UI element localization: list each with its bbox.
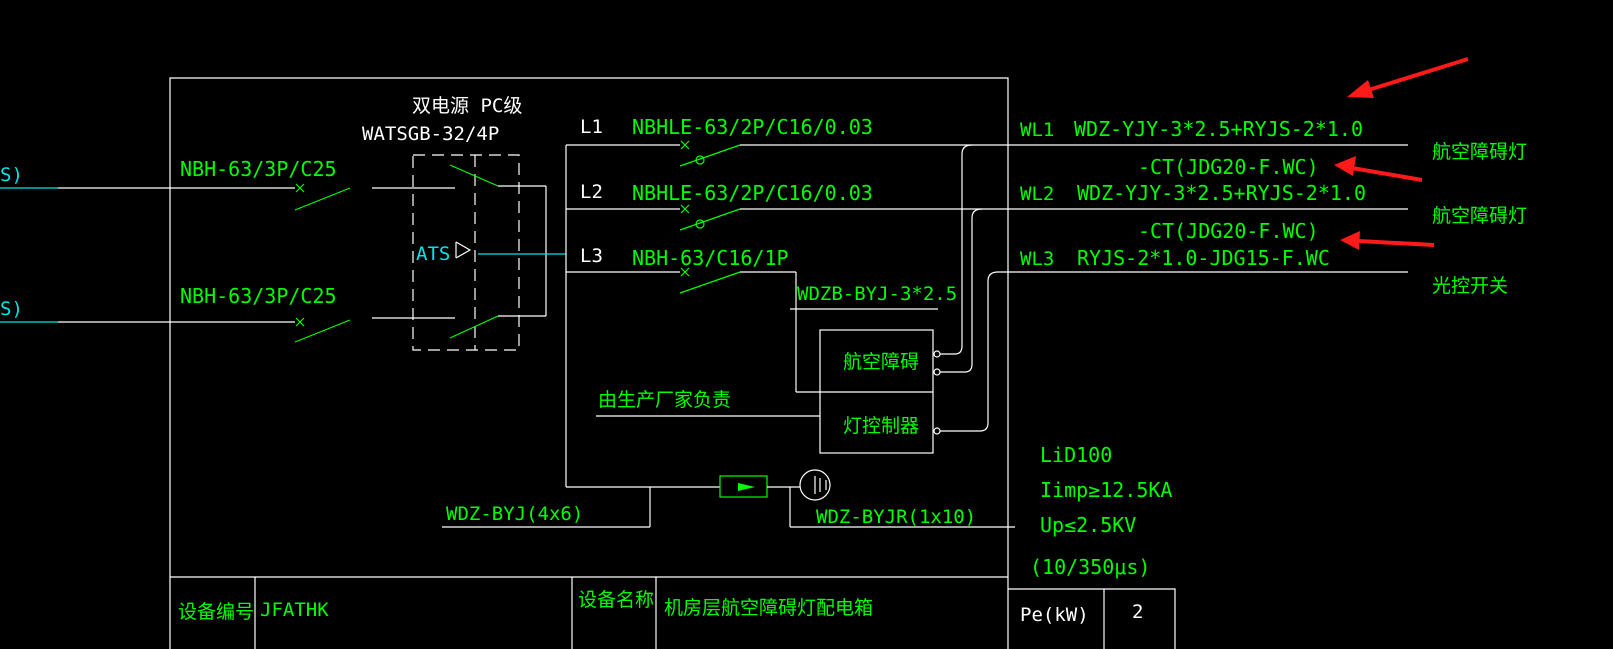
branch-l1 xyxy=(566,140,1408,167)
wl1-id: WL1 xyxy=(1020,119,1054,141)
enclosure-frame xyxy=(169,77,1009,649)
wl1-cable: WDZ-YJY-3*2.5+RYJS-2*1.0 xyxy=(1074,117,1363,141)
wl2-cable: WDZ-YJY-3*2.5+RYJS-2*1.0 xyxy=(1077,181,1366,205)
spd-up: Up≤2.5KV xyxy=(1040,513,1136,537)
controller-note: 由生产厂家负责 xyxy=(598,389,731,411)
device-name: 机房层航空障碍灯配电箱 xyxy=(664,597,873,619)
wl3-id: WL3 xyxy=(1020,248,1054,270)
breaker-l1-label: NBHLE-63/2P/C16/0.03 xyxy=(632,115,873,139)
wl2-conduit: -CT(JDG20-F.WC) xyxy=(1138,219,1319,243)
circuit-id-l2: L2 xyxy=(580,181,603,203)
surge-protector xyxy=(442,469,1015,528)
breaker-l3-label: NBH-63/C16/1P xyxy=(632,246,789,270)
controller-line2: 灯控制器 xyxy=(843,415,919,437)
spd-iimp: Iimp≥12.5KA xyxy=(1040,478,1172,502)
wl1-load: 航空障碍灯 xyxy=(1432,141,1527,163)
ground-cable-label: WDZ-BYJR(1x10) xyxy=(816,506,976,528)
device-no-label: 设备编号 xyxy=(178,601,254,623)
spd-model: LiD100 xyxy=(1040,443,1112,467)
device-name-label: 设备名称 xyxy=(578,589,654,611)
ats-switch xyxy=(412,154,566,351)
incoming-breaker-2-label: NBH-63/3P/C25 xyxy=(180,284,337,308)
controller-line1: 航空障碍 xyxy=(843,351,919,373)
branch-l2 xyxy=(566,204,1408,231)
ats-label: ATS xyxy=(416,243,450,265)
incoming-breaker-1 xyxy=(58,183,415,211)
annotation-arrow-3 xyxy=(1340,231,1435,250)
source-label-2: S) xyxy=(0,298,23,320)
pe-value: 2 xyxy=(1132,601,1143,623)
pe-box xyxy=(1008,588,1176,649)
pe-label: Pe(kW) xyxy=(1020,604,1089,626)
wl2-load: 航空障碍灯 xyxy=(1432,205,1527,227)
dual-power-title: 双电源 PC级 xyxy=(412,95,522,117)
circuit-id-l1: L1 xyxy=(580,116,603,138)
source-label-1: S) xyxy=(0,164,23,186)
annotation-arrow-1 xyxy=(1347,57,1469,98)
dual-power-model: WATSGB-32/4P xyxy=(362,123,499,145)
branch-l3 xyxy=(566,267,938,393)
annotation-arrow-2 xyxy=(1334,156,1423,182)
wl2-id: WL2 xyxy=(1020,183,1054,205)
breaker-l2-label: NBHLE-63/2P/C16/0.03 xyxy=(632,181,873,205)
wl3-load: 光控开关 xyxy=(1432,275,1508,297)
wl1-conduit: -CT(JDG20-F.WC) xyxy=(1138,155,1319,179)
circuit-id-l3: L3 xyxy=(580,245,603,267)
incoming-breaker-1-label: NBH-63/3P/C25 xyxy=(180,157,337,181)
obstruction-light-controller xyxy=(596,144,1408,454)
pe-cable-label: WDZ-BYJ(4x6) xyxy=(446,503,583,525)
controller-supply-cable: WDZB-BYJ-3*2.5 xyxy=(797,283,957,305)
wl3-cable: RYJS-2*1.0-JDG15-F.WC xyxy=(1077,246,1330,270)
spd-wave: (10/350μs) xyxy=(1030,555,1150,579)
incoming-breaker-2 xyxy=(58,317,415,343)
device-no: JFATHK xyxy=(260,599,329,621)
